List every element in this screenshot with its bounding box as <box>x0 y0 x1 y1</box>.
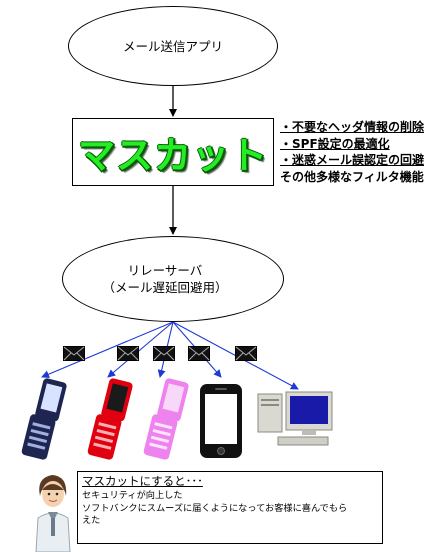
flip-phone-pink-icon <box>143 378 189 460</box>
envelope-icon <box>63 346 85 361</box>
feature-item: その他多様なフィルタ機能 <box>280 169 424 184</box>
consultant-avatar <box>35 475 71 552</box>
mail-sender-app-node: メール送信アプリ <box>68 6 278 86</box>
envelope-icon <box>153 346 175 361</box>
envelope-icon <box>117 346 139 361</box>
flip-phone-navy-icon <box>21 378 67 460</box>
summary-note-box: マスカットにすると･･･ セキュリティが向上した ソフトバンクにスムーズに届くよ… <box>77 471 383 544</box>
masucat-box: マスカット <box>72 118 274 186</box>
masucat-title: マスカット <box>78 134 268 177</box>
feature-item: ・SPF設定の最適化 <box>280 136 390 151</box>
relay-server-sublabel: （メール遅延回避用） <box>102 280 228 295</box>
envelope-icon <box>235 346 257 361</box>
summary-note-line: えた <box>82 515 101 526</box>
feature-item: ・不要なヘッダ情報の削除 <box>280 120 425 134</box>
summary-note-line: ソフトバンクにスムーズに届くようになってお客様に喜んでもら <box>82 502 348 514</box>
relay-server-label: リレーサーバ <box>127 263 203 278</box>
feature-item: ・迷惑メール誤認定の回避 <box>280 153 425 167</box>
desktop-pc-icon <box>257 391 333 446</box>
relay-server-node: リレーサーバ （メール遅延回避用） <box>62 236 284 322</box>
smartphone-icon <box>200 384 242 458</box>
summary-note-line: セキュリティが向上した <box>82 490 183 501</box>
summary-note-body: セキュリティが向上した ソフトバンクにスムーズに届くようになってお客様に喜んでも… <box>82 490 378 528</box>
summary-note-title: マスカットにすると･･･ <box>82 474 203 488</box>
mail-sender-app-label: メール送信アプリ <box>122 38 223 54</box>
flip-phone-red-icon <box>87 378 133 460</box>
envelope-icon <box>188 346 210 361</box>
feature-list: ・不要なヘッダ情報の削除 ・SPF設定の最適化 ・迷惑メール誤認定の回避 その他… <box>280 119 448 185</box>
